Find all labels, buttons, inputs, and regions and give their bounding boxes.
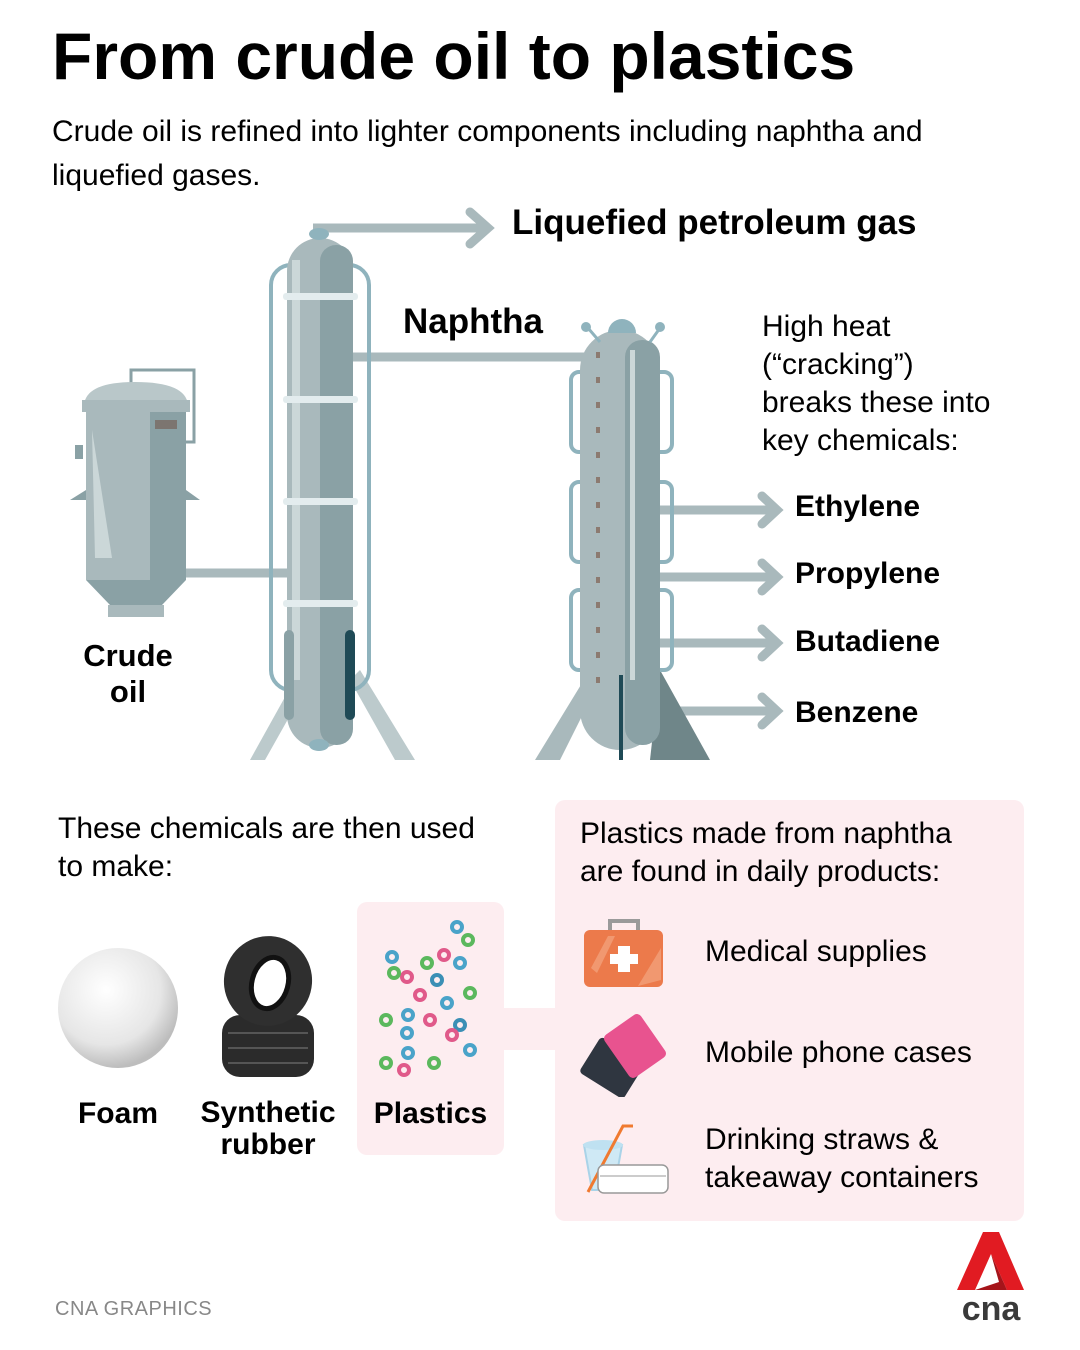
product-label-phone-cases: Mobile phone cases (705, 1036, 972, 1069)
foam-ball-icon (58, 948, 178, 1068)
crude-oil-label-line: Crude (83, 638, 173, 673)
dotted-line (596, 352, 600, 683)
product-label-medical: Medical supplies (705, 935, 927, 968)
crude-oil-tank-icon (70, 368, 200, 617)
use-label-plastics: Plastics (373, 1097, 488, 1130)
phone-case-icon (580, 1014, 666, 1097)
cna-logo: cna (957, 1232, 1024, 1324)
credit-text: CNA GRAPHICS (55, 1298, 213, 1320)
uses-intro-line: to make: (58, 850, 174, 883)
refinery-diagram (70, 207, 784, 760)
chemical-ethylene: Ethylene (795, 490, 921, 523)
plastic-pellets-icon (379, 920, 477, 1077)
cracking-text-line: (“cracking”) (762, 348, 914, 381)
cracking-text-line: key chemicals: (762, 424, 959, 457)
pipes (175, 207, 784, 730)
products-intro: Plastics made from naphtha are found in … (580, 815, 952, 891)
product-label-line: takeaway containers (705, 1161, 979, 1194)
product-label-straws-containers: Drinking straws & takeaway containers (705, 1121, 979, 1197)
chemical-benzene: Benzene (795, 696, 919, 729)
uses-intro-line: These chemicals are then used (58, 812, 475, 845)
products-intro-line: Plastics made from naphtha (580, 817, 952, 850)
cracker-column-icon (535, 319, 710, 760)
plastics-card (357, 902, 504, 1155)
use-label-synthetic-rubber: Synthetic rubber (200, 1096, 336, 1161)
svg-text:cna: cna (962, 1290, 1022, 1324)
products-intro-line: are found in daily products: (580, 855, 941, 888)
chemical-propylene: Propylene (795, 557, 941, 590)
cracking-text-line: breaks these into (762, 386, 991, 419)
cracking-text: High heat (“cracking”) breaks these into… (762, 308, 990, 460)
use-label-foam: Foam (77, 1097, 158, 1130)
subtitle: Crude oil is refined into lighter compon… (52, 115, 923, 192)
products-card (555, 800, 1024, 1221)
first-aid-kit-icon (584, 919, 663, 987)
chemical-butadiene: Butadiene (795, 625, 941, 658)
product-label-line: Drinking straws & (705, 1123, 939, 1156)
crude-oil-label-line: oil (109, 674, 147, 709)
tire-stack-icon (222, 936, 314, 1077)
page-title: From crude oil to plastics (52, 19, 856, 93)
cup-and-container-icon (582, 1124, 669, 1194)
cracking-text-line: High heat (762, 310, 891, 343)
lpg-label: Liquefied petroleum gas (512, 203, 917, 242)
distillation-column-icon (250, 228, 415, 760)
connector-strip (504, 1008, 556, 1050)
uses-intro: These chemicals are then used to make: (58, 810, 475, 886)
naphtha-label: Naphtha (403, 302, 543, 341)
crude-oil-label: Crude oil (68, 638, 188, 710)
lpg-arrow-icon (465, 207, 495, 249)
